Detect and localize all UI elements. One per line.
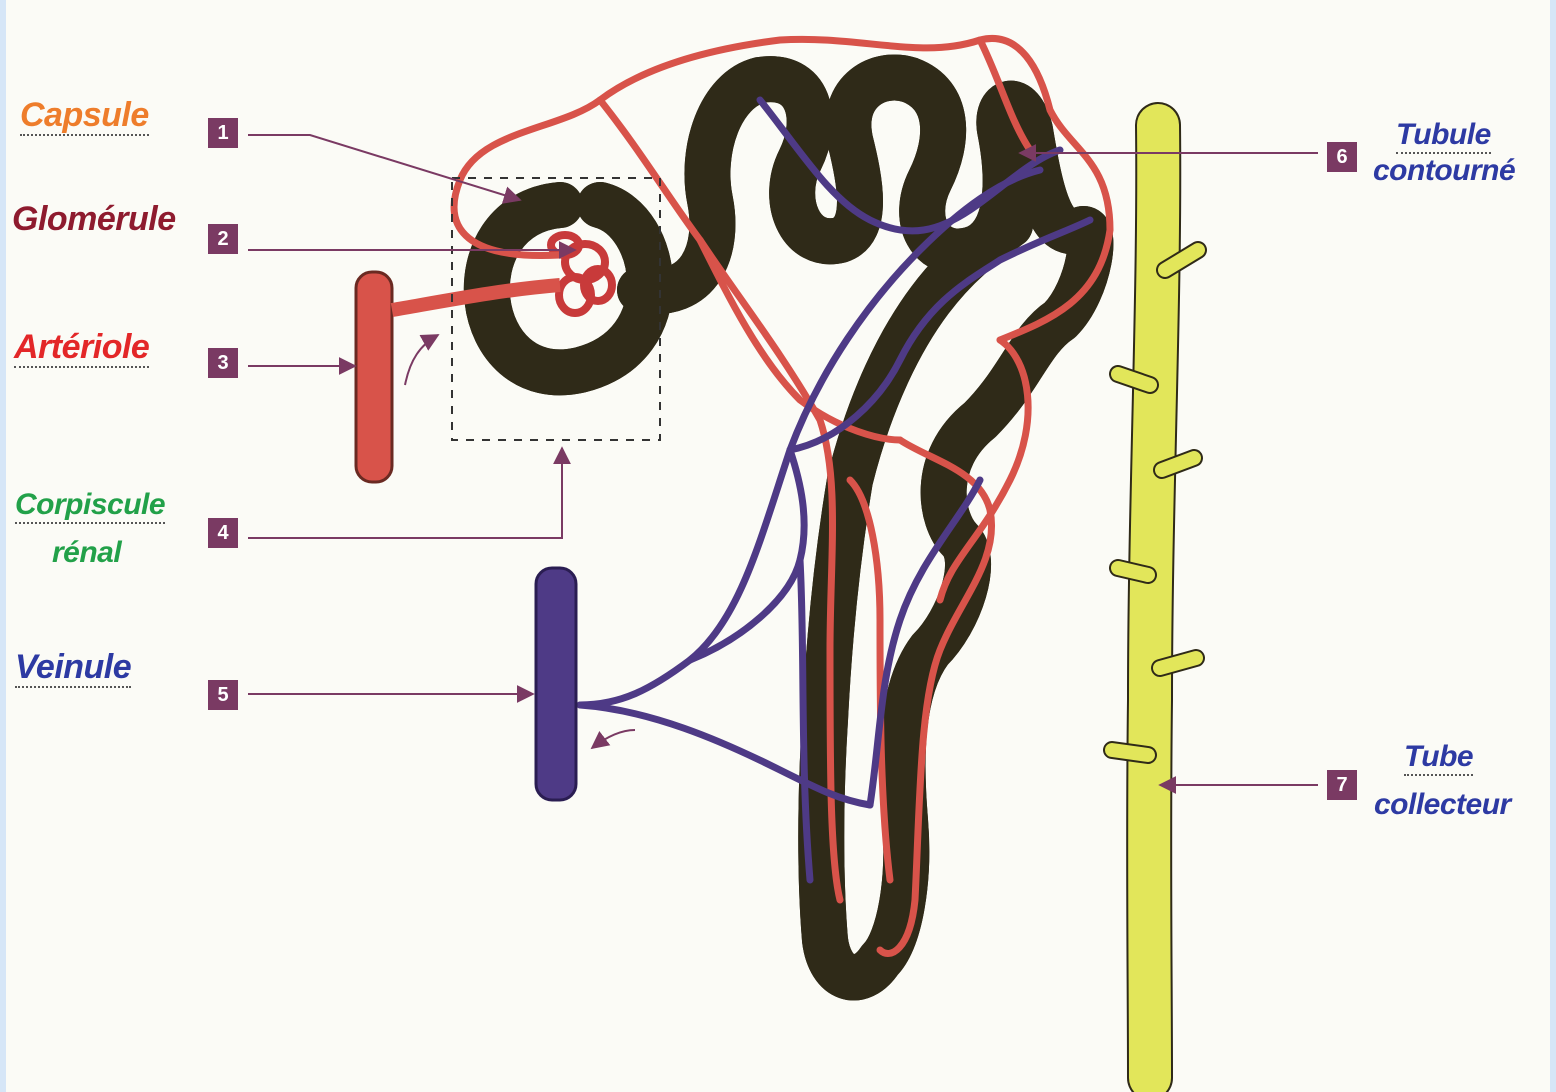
glomerulus <box>551 235 612 313</box>
callout-number-4: 4 <box>208 518 238 548</box>
veinule <box>536 568 576 800</box>
callout-number-6: 6 <box>1327 142 1357 172</box>
blood-out-arrow <box>592 730 635 748</box>
glomerule-label: Glomérule <box>12 202 176 236</box>
collecting-duct <box>1112 125 1198 1078</box>
veinule-label: Veinule <box>15 650 131 688</box>
callout-number-3: 3 <box>208 348 238 378</box>
blood-in-arrow <box>405 335 438 385</box>
tubule-label-line2: contourné <box>1373 156 1515 186</box>
callout-number-1: 1 <box>208 118 238 148</box>
tubule-label-line1: Tubule <box>1396 120 1491 154</box>
tube-label-line1: Tube <box>1404 742 1473 776</box>
callout-number-5: 5 <box>208 680 238 710</box>
capsule-label: Capsule <box>20 98 149 136</box>
corpuscule-label-line2: rénal <box>52 538 121 568</box>
arteriole-label: Artériole <box>14 330 149 368</box>
corpuscule-label-line1: Corpiscule <box>15 490 165 524</box>
callout-number-2: 2 <box>208 224 238 254</box>
nephron-tubule <box>487 78 1091 978</box>
callout-number-7: 7 <box>1327 770 1357 800</box>
tube-label-line2: collecteur <box>1374 790 1511 820</box>
